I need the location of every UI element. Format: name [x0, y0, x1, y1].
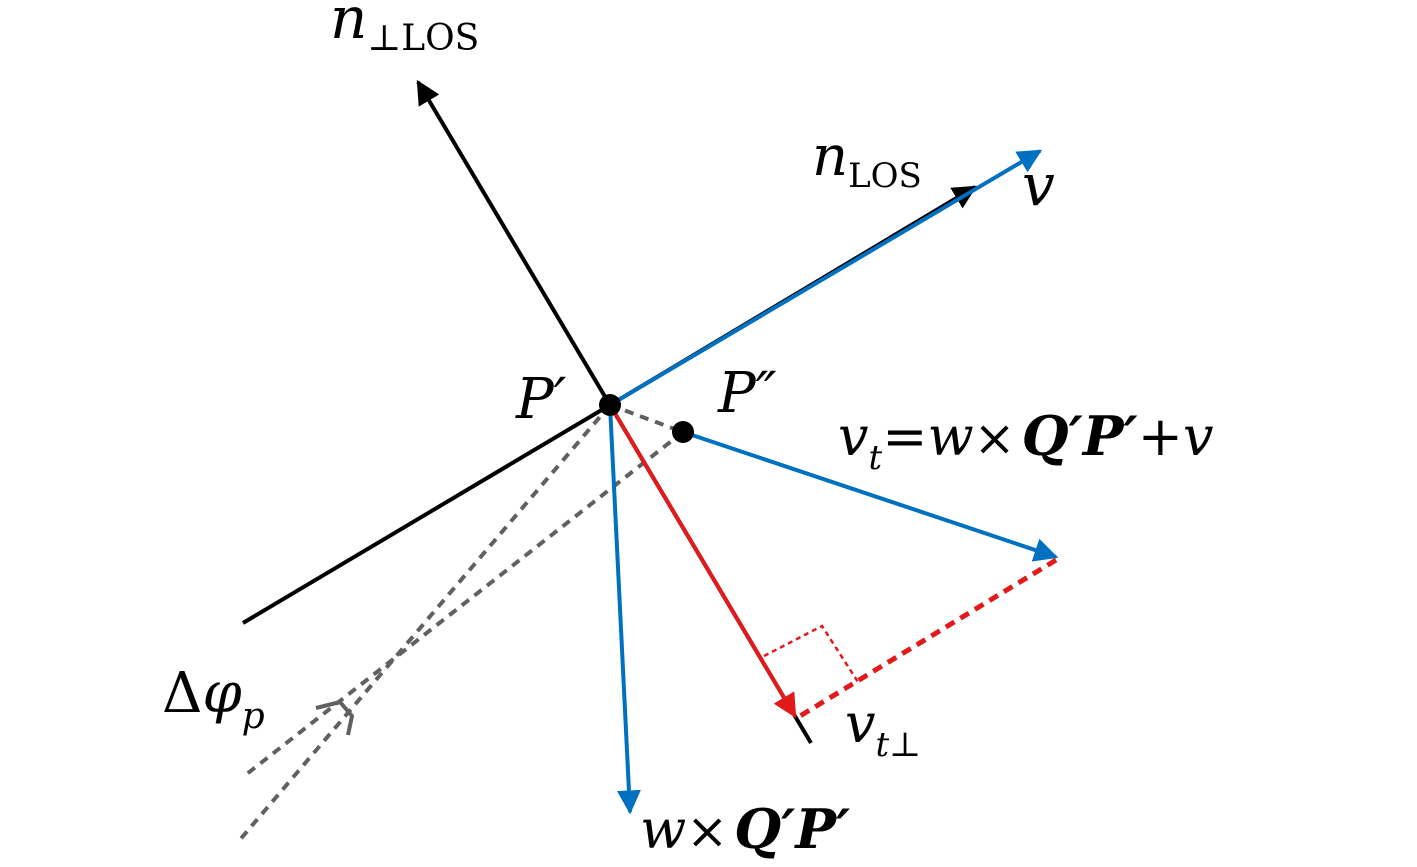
label-vt-perp: vt⊥ [845, 692, 921, 765]
point-p-double-prime [672, 421, 694, 443]
label-n-los: nLOS [812, 124, 922, 196]
los-axis-lower [241, 403, 612, 625]
vt-vector [682, 430, 1059, 562]
label-vt-equation: vt=w×Q′P′+v [838, 404, 1213, 478]
delta-phi-arc [315, 699, 355, 736]
v-vector [608, 149, 1043, 407]
guide-line-p-prime [236, 403, 612, 844]
w-cross-qp-vector [608, 404, 641, 815]
label-delta-phi-p: Δφp [162, 661, 265, 737]
label-n-perp-los: n⊥LOS [330, 0, 479, 59]
label-v: v [1022, 151, 1055, 219]
vt-perp-projection-dashed [798, 557, 1058, 719]
guide-link-p-to-p2 [609, 403, 684, 434]
right-angle-marker [763, 624, 860, 683]
label-w-cross-qp: w×Q′P′ [640, 797, 850, 861]
label-p-prime: P′ [515, 367, 567, 432]
point-p-prime [599, 394, 621, 416]
label-p-double-prime: P″ [717, 361, 777, 426]
vt-perp-vector [608, 403, 797, 719]
guide-line-p-double-prime [241, 430, 685, 779]
n-perp-los-axis-arrow [416, 79, 612, 407]
